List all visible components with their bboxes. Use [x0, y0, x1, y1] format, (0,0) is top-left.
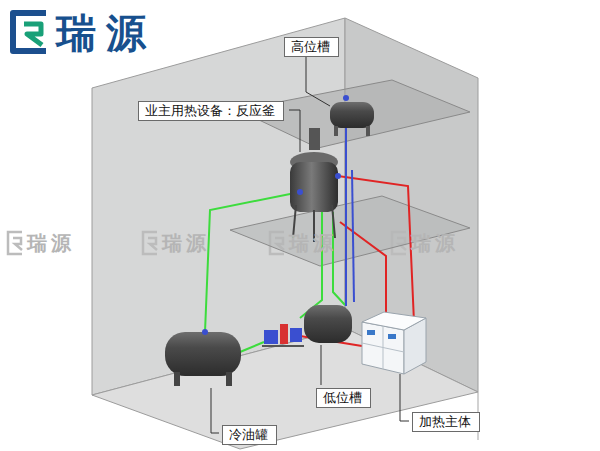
callout-text: 业主用热设备：反应釜	[145, 103, 277, 119]
reactor-vessel	[290, 128, 341, 242]
watermark: 瑞源	[27, 230, 75, 257]
logo-text: 瑞源	[56, 6, 156, 61]
watermark: 瑞源	[289, 230, 337, 257]
low-level-tank	[304, 305, 352, 343]
room-box	[92, 18, 478, 449]
middle-platform	[230, 196, 470, 266]
callout-text: 低位槽	[323, 390, 364, 406]
callout-box: 低位槽	[316, 388, 371, 408]
cold-oil-tank	[165, 329, 241, 386]
callout-text: 加热主体	[419, 414, 473, 430]
callout-box: 加热主体	[412, 412, 480, 432]
logo-icon	[13, 13, 46, 51]
callout-text: 冷油罐	[229, 427, 270, 443]
callout-box: 业主用热设备：反应釜	[138, 101, 284, 121]
callout-box: 冷油罐	[222, 425, 277, 445]
heater-cabinet	[362, 312, 426, 374]
callout-box: 高位槽	[284, 37, 339, 57]
high-level-tank	[330, 95, 374, 136]
watermark: 瑞源	[411, 230, 459, 257]
pump-group	[262, 324, 304, 346]
callout-text: 高位槽	[291, 39, 332, 55]
watermark: 瑞源	[162, 230, 210, 257]
